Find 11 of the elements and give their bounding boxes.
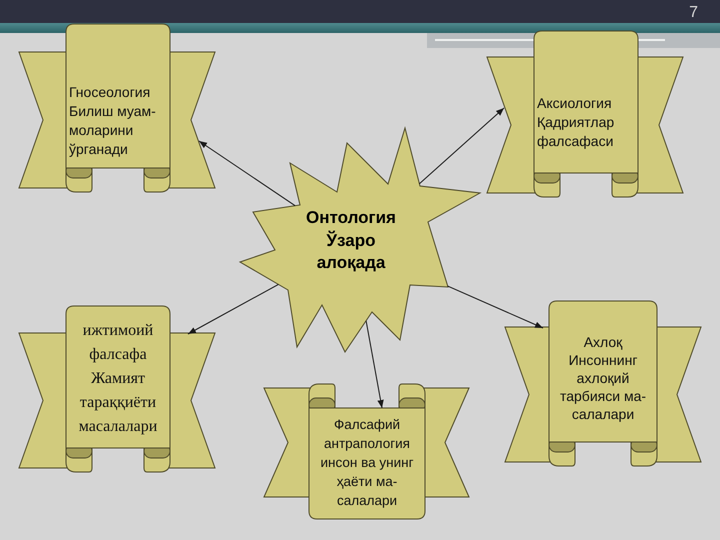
banner-title: Гносеология bbox=[69, 83, 152, 102]
page-number: 7 bbox=[689, 3, 698, 23]
node-text: Ўзаро алоқада bbox=[316, 230, 386, 274]
banner-text: Билиш муам- моларини ўрганади bbox=[69, 102, 157, 159]
banner-text: инсон ва унинг ҳаёти ма- салалари bbox=[319, 454, 415, 510]
banner-text: Инсоннинг ахлоқий тарбияси ма- салалари bbox=[558, 351, 648, 423]
banner-text: Жамият тараққиёти масалалари bbox=[78, 369, 158, 437]
banner-title: ижтимоий фалсафа bbox=[82, 321, 154, 365]
banner-text: Қадриятлар фалсафаси bbox=[537, 113, 616, 151]
banner-title: Ахлоқ bbox=[582, 333, 624, 351]
node-title: Онтология bbox=[306, 207, 396, 229]
